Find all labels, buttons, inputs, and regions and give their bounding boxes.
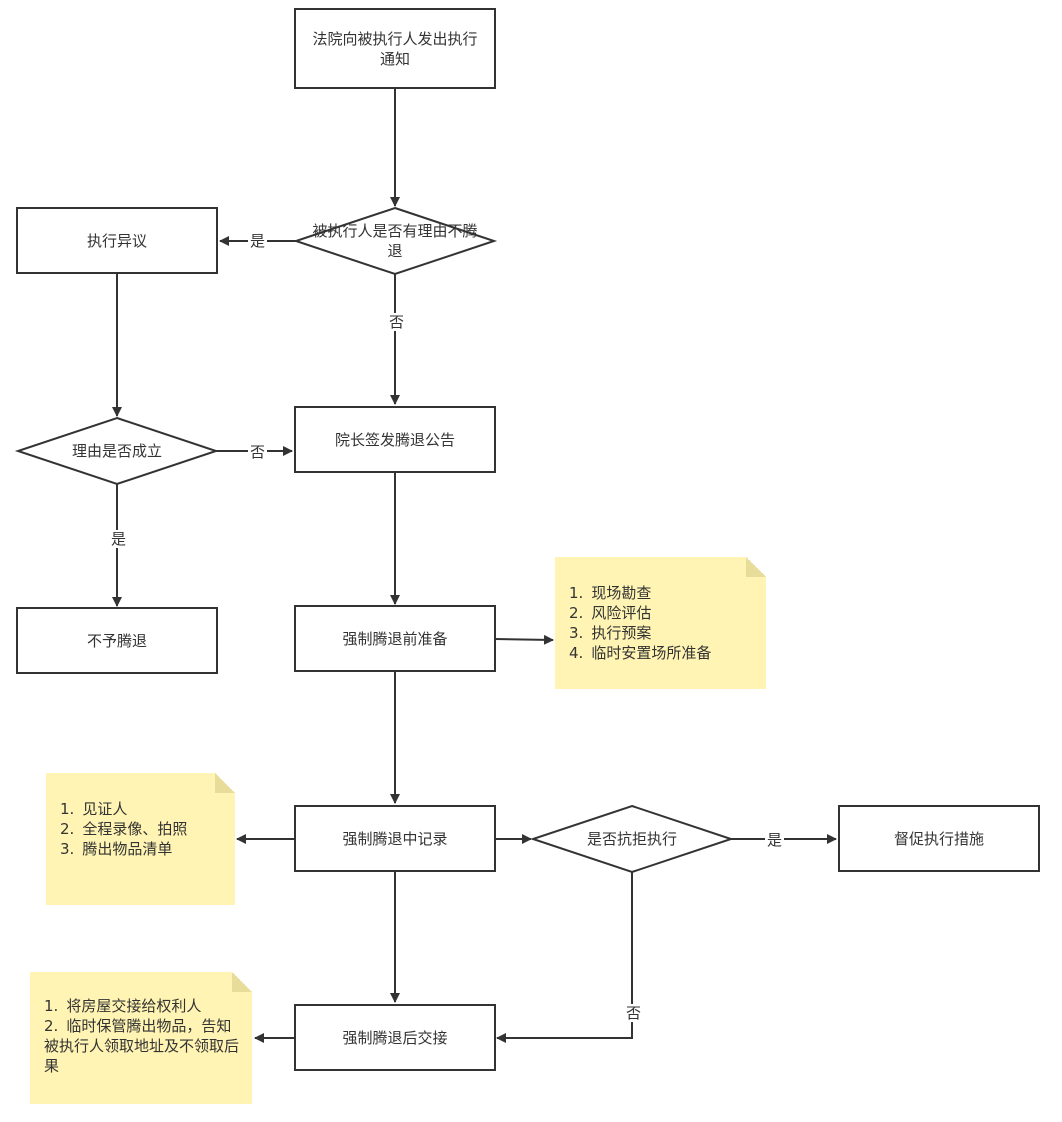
edge-resist-check-to-handover (496, 872, 633, 1043)
list-item: 1.见证人 (60, 800, 128, 818)
edge-label-yes-urge: 是 (765, 831, 785, 849)
list-item: 4.临时安置场所准备 (569, 644, 712, 662)
node-urge: 督促执行措施 (838, 805, 1040, 872)
node-record-label: 强制腾退中记录 (342, 829, 448, 848)
node-no-eviction: 不予腾退 (16, 607, 218, 674)
node-preparation-label: 强制腾退前准备 (342, 629, 448, 648)
note-fold-icon (232, 972, 252, 992)
edge-label-no-announcement: 否 (387, 313, 407, 331)
node-notice-label: 法院向被执行人发出执行通知 (312, 29, 478, 68)
list-item: 2.全程录像、拍照 (60, 820, 188, 838)
note-handover-list: 1.将房屋交接给权利人 2.临时保管腾出物品，告知被执行人领取地址及不领取后果 (44, 996, 240, 1076)
node-preparation: 强制腾退前准备 (294, 605, 496, 672)
list-item: 2.风险评估 (569, 604, 652, 622)
edge-label-no-reason-valid: 否 (248, 443, 268, 461)
node-handover: 强制腾退后交接 (294, 1004, 496, 1071)
node-handover-label: 强制腾退后交接 (342, 1028, 448, 1047)
list-item: 3.腾出物品清单 (60, 840, 173, 858)
edge-preparation-to-note (494, 634, 554, 645)
node-record: 强制腾退中记录 (294, 805, 496, 872)
list-item: 2.临时保管腾出物品，告知被执行人领取地址及不领取后果 (44, 1017, 240, 1075)
node-resist-check-label: 是否抗拒执行 (586, 830, 677, 848)
node-reason-check-label: 被执行人是否有理由不腾退 (312, 222, 478, 260)
node-objection: 执行异议 (16, 207, 218, 274)
note-preparation: 1.现场勘查 2.风险评估 3.执行预案 4.临时安置场所准备 (555, 557, 766, 689)
list-item: 1.现场勘查 (569, 584, 652, 602)
note-preparation-list: 1.现场勘查 2.风险评估 3.执行预案 4.临时安置场所准备 (569, 583, 754, 663)
note-fold-icon (746, 557, 766, 577)
list-item: 1.将房屋交接给权利人 (44, 997, 202, 1015)
edge-label-no-handover: 否 (624, 1004, 644, 1022)
node-notice: 法院向被执行人发出执行通知 (294, 8, 496, 89)
node-no-eviction-label: 不予腾退 (86, 631, 147, 650)
node-announcement-label: 院长签发腾退公告 (334, 430, 455, 449)
note-record-list: 1.见证人 2.全程录像、拍照 3.腾出物品清单 (60, 799, 223, 859)
note-record: 1.见证人 2.全程录像、拍照 3.腾出物品清单 (46, 773, 235, 905)
edge-label-yes-no-eviction: 是 (109, 530, 129, 548)
node-objection-label: 执行异议 (86, 231, 147, 250)
node-announcement: 院长签发腾退公告 (294, 406, 496, 473)
note-fold-icon (215, 773, 235, 793)
node-urge-label: 督促执行措施 (893, 829, 984, 848)
list-item: 3.执行预案 (569, 624, 652, 642)
node-reason-valid-label: 理由是否成立 (71, 442, 162, 460)
edge-label-yes-objection: 是 (248, 232, 268, 250)
note-handover: 1.将房屋交接给权利人 2.临时保管腾出物品，告知被执行人领取地址及不领取后果 (30, 972, 252, 1104)
